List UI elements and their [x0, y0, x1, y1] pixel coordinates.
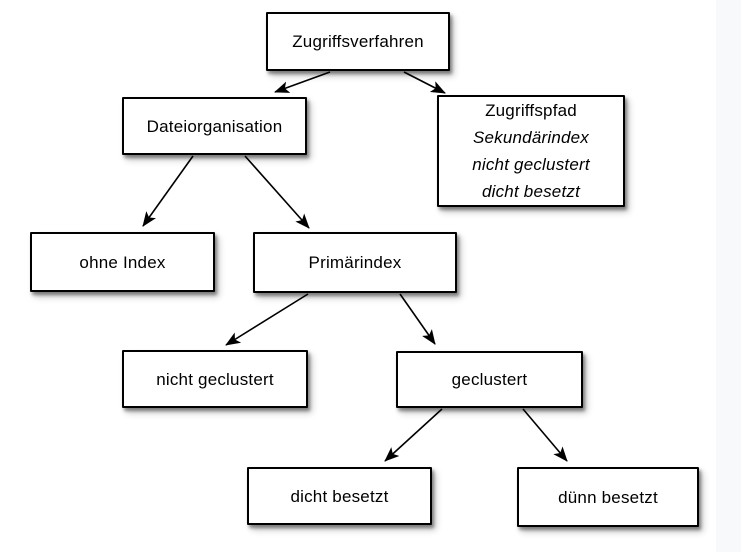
edge-dateiorganisation-ohne-index: [142, 155, 194, 227]
node-duenn-besetzt: dünn besetzt: [517, 467, 699, 527]
slide-right-margin: [716, 0, 741, 552]
node-label: dünn besetzt: [558, 487, 658, 507]
node-primaerindex: Primärindex: [253, 232, 457, 293]
node-zugriffsverfahren: Zugriffsverfahren: [266, 12, 450, 71]
node-ohne-index: ohne Index: [30, 232, 215, 292]
node-label: Zugriffsverfahren: [292, 32, 424, 51]
node-label: nicht geclustert: [156, 369, 274, 389]
node-label-line-3: nicht geclustert: [472, 155, 590, 174]
node-zugriffspfad: Zugriffspfad Sekundärindex nicht geclust…: [437, 95, 625, 207]
edge-root-dateiorganisation: [274, 71, 331, 93]
edge-primaerindex-geclustert: [399, 293, 436, 345]
node-label-line-1: Zugriffspfad: [485, 101, 577, 120]
node-geclustert: geclustert: [396, 351, 583, 408]
node-label: geclustert: [451, 370, 528, 389]
node-label: dicht besetzt: [290, 486, 389, 506]
edge-geclustert-dicht-besetzt: [384, 408, 443, 462]
edge-primaerindex-nicht-geclustert: [225, 293, 309, 346]
node-dateiorganisation: Dateiorganisation: [122, 97, 307, 155]
edge-dateiorganisation-primaerindex: [244, 155, 310, 229]
node-dicht-besetzt: dicht besetzt: [247, 467, 432, 525]
node-nicht-geclustert: nicht geclustert: [122, 350, 308, 408]
edge-root-zugriffspfad: [403, 71, 446, 94]
edge-geclustert-duenn-besetzt: [522, 408, 568, 462]
node-label: Primärindex: [308, 253, 402, 272]
node-label-line-2: Sekundärindex: [472, 128, 589, 147]
node-label: Dateiorganisation: [146, 116, 283, 136]
node-label: ohne Index: [79, 252, 166, 272]
node-label-line-4: dicht besetzt: [481, 182, 581, 201]
